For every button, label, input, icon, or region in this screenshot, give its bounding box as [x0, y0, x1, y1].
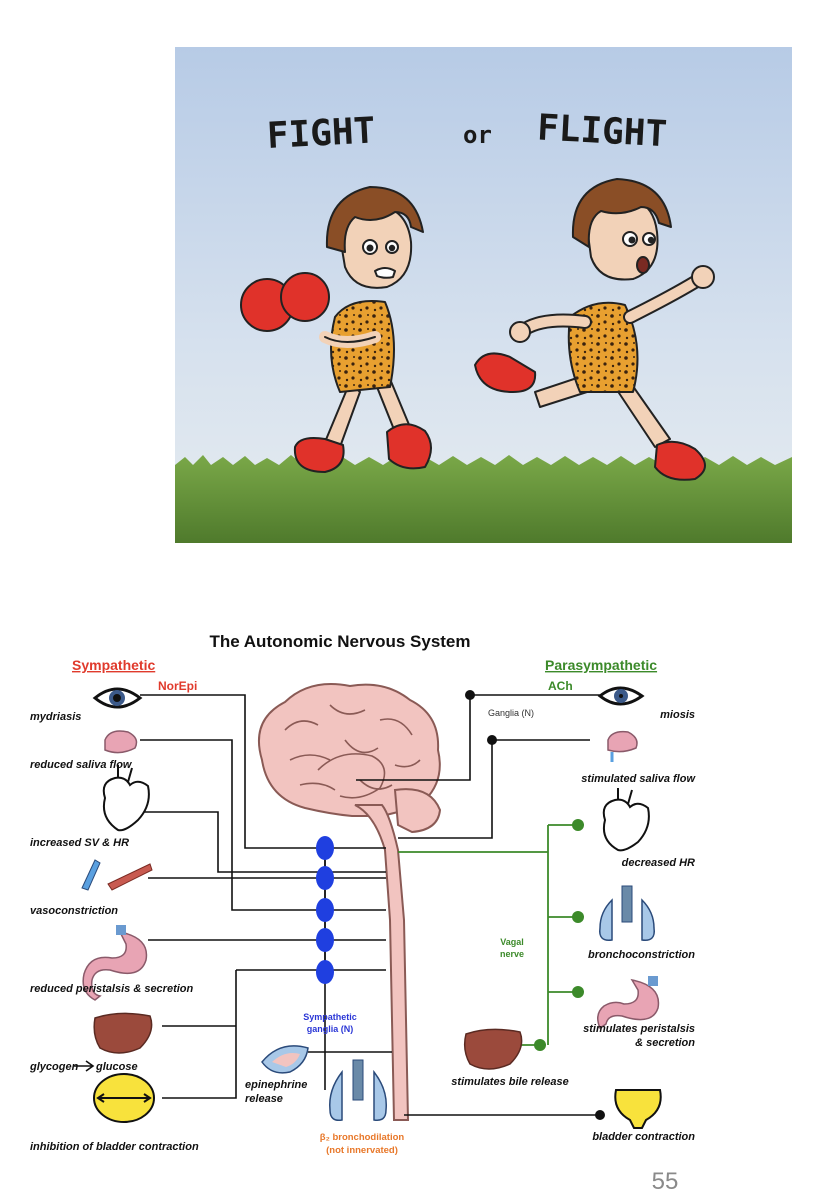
parasympathetic-cranial-lines	[356, 694, 600, 839]
sym-effect-peristalsis: reduced peristalsis & secretion	[30, 983, 194, 995]
fighter-character	[240, 186, 432, 473]
glycogen-arrow	[74, 1060, 95, 1072]
bladder-icon-parasympathetic	[614, 1089, 662, 1129]
sym-effect-mydriasis: mydriasis	[30, 711, 81, 723]
sympathetic-header: Sympathetic	[72, 657, 155, 673]
salivary-gland-icon	[104, 730, 138, 754]
fighter-hair	[325, 186, 424, 253]
parasympathetic-cranial-ganglion	[487, 735, 497, 745]
sym-effect-vasoconstriction: vasoconstriction	[30, 905, 118, 917]
salivary-gland-icon-parasympathetic	[607, 730, 638, 762]
eye-icon	[92, 687, 143, 709]
vagal-nerve-label: Vagal	[500, 937, 524, 947]
bladder-icon	[93, 1073, 155, 1123]
eye-icon-parasympathetic	[597, 686, 645, 706]
stomach-icon	[82, 925, 148, 1001]
diagram-title: The Autonomic Nervous System	[209, 632, 470, 651]
fight-or-flight-cartoon: FIGHT or FLIGHT	[175, 47, 792, 543]
ganglion	[316, 866, 334, 890]
vagal-nerve-label-2: nerve	[500, 949, 524, 959]
beta2-bronchodilation-label: β₂ bronchodilation	[320, 1132, 405, 1143]
sympathetic-neurotransmitter: NorEpi	[158, 679, 197, 693]
para-effect-miosis: miosis	[660, 709, 695, 721]
para-effect-bladder: bladder contraction	[592, 1131, 695, 1143]
vagal-nerve-lines	[398, 824, 578, 1046]
ganglion	[316, 928, 334, 952]
para-effect-peristalsis: stimulates peristalsis	[583, 1023, 695, 1035]
sympathetic-ganglia-label-2: ganglia (N)	[307, 1024, 354, 1034]
epinephrine-label: epinephrine	[245, 1079, 307, 1091]
adrenal-gland-icon	[261, 1045, 309, 1074]
para-effect-saliva: stimulated saliva flow	[581, 773, 696, 785]
para-effect-bile: stimulates bile release	[451, 1076, 568, 1088]
parasympathetic-neurotransmitter: ACh	[548, 679, 573, 693]
sym-effect-heart: increased SV & HR	[30, 837, 129, 849]
fighter-body	[330, 300, 395, 393]
epinephrine-label-2: release	[245, 1093, 283, 1105]
fighter-glove-right	[280, 272, 330, 322]
beta2-not-innervated-label: (not innervated)	[326, 1145, 398, 1156]
fighter-shoe-left	[293, 437, 345, 473]
cartoon-grass	[175, 455, 792, 543]
vagal-nerve-ganglia	[534, 819, 584, 1051]
blood-vessel-icon	[81, 859, 153, 891]
ganglion	[316, 898, 334, 922]
stomach-icon-parasympathetic	[597, 976, 660, 1030]
lungs-icon-parasympathetic	[599, 885, 655, 941]
sacral-ganglion	[595, 1110, 605, 1120]
heart-icon	[102, 765, 150, 832]
spinal-cord	[354, 804, 410, 1121]
cartoon-title-or: or	[463, 121, 492, 149]
runner-character	[474, 178, 715, 481]
autonomic-nervous-system-diagram: The Autonomic Nervous System Sympathetic…	[29, 632, 696, 1156]
para-effect-heart: decreased HR	[622, 857, 695, 869]
runner-shoe-back	[474, 352, 537, 393]
runner-shoe-front	[654, 440, 706, 481]
para-effect-bronchoconstriction: bronchoconstriction	[588, 949, 695, 961]
sympathetic-ganglia-label: Sympathetic	[303, 1012, 357, 1022]
parasympathetic-cranial-ganglion	[465, 690, 475, 700]
parasympathetic-ganglia-label: Ganglia (N)	[488, 708, 534, 718]
cartoon-title-fight: FIGHT	[266, 110, 376, 157]
page-number: 55	[651, 1168, 679, 1195]
fighter-shoe-right	[386, 423, 432, 470]
para-effect-secretion: & secretion	[635, 1037, 695, 1049]
liver-icon	[93, 1012, 153, 1054]
sym-effect-saliva: reduced saliva flow	[30, 759, 133, 771]
ganglion	[316, 960, 334, 984]
cartoon-title-flight: FLIGHT	[536, 107, 668, 155]
ganglion	[316, 836, 334, 860]
sym-effect-bladder: inhibition of bladder contraction	[30, 1141, 199, 1153]
brain	[257, 683, 442, 834]
sym-effect-glucose: glucose	[95, 1061, 138, 1073]
runner-hair	[571, 178, 672, 248]
heart-icon-parasympathetic	[602, 788, 650, 852]
sympathetic-ganglia-chain	[316, 836, 334, 984]
lungs-icon-sympathetic	[329, 1059, 387, 1122]
sym-effect-glycogen: glycogen	[29, 1061, 79, 1073]
liver-icon-parasympathetic	[463, 1028, 523, 1070]
parasympathetic-header: Parasympathetic	[545, 657, 657, 673]
